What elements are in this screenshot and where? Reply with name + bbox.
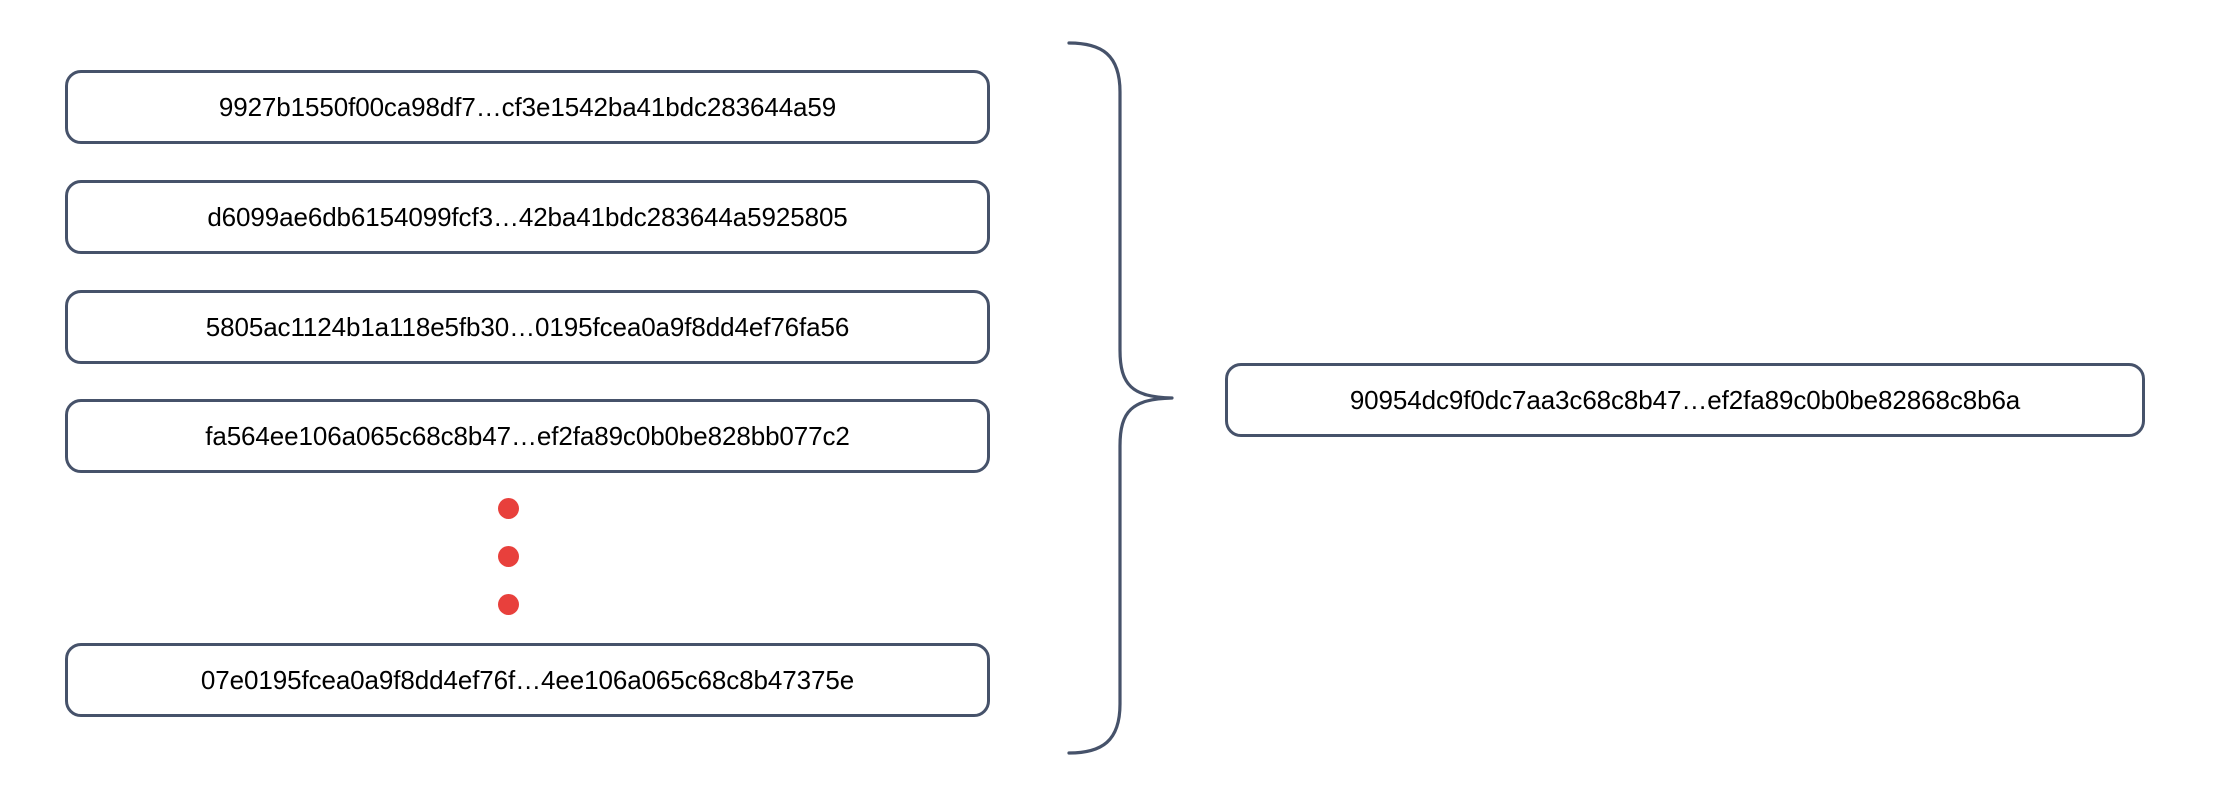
ellipsis-dot-icon-1: [498, 498, 519, 519]
output-hash-text: 90954dc9f0dc7aa3c68c8b47…ef2fa89c0b0be82…: [1349, 385, 2021, 415]
ellipsis-dot-icon-2: [498, 546, 519, 567]
input-hash-box-5[interactable]: 07e0195fcea0a9f8dd4ef76f…4ee106a065c68c8…: [65, 643, 990, 717]
ellipsis-dot-icon-3: [498, 594, 519, 615]
input-hash-box-4[interactable]: fa564ee106a065c68c8b47…ef2fa89c0b0be828b…: [65, 399, 990, 473]
input-hash-text-4: fa564ee106a065c68c8b47…ef2fa89c0b0be828b…: [205, 421, 850, 451]
input-hash-box-2[interactable]: d6099ae6db6154099fcf3…42ba41bdc283644a59…: [65, 180, 990, 254]
input-hash-text-3: 5805ac1124b1a118e5fb30…0195fcea0a9f8dd4e…: [205, 312, 850, 342]
input-hash-text-2: d6099ae6db6154099fcf3…42ba41bdc283644a59…: [207, 202, 848, 232]
input-hash-text-1: 9927b1550f00ca98df7…cf3e1542ba41bdc28364…: [218, 92, 837, 122]
input-hash-text-5: 07e0195fcea0a9f8dd4ef76f…4ee106a065c68c8…: [200, 665, 855, 695]
curly-brace-icon: [1067, 41, 1174, 755]
curly-brace-connector: [1050, 20, 1200, 780]
input-hash-box-3[interactable]: 5805ac1124b1a118e5fb30…0195fcea0a9f8dd4e…: [65, 290, 990, 364]
output-hash-box[interactable]: 90954dc9f0dc7aa3c68c8b47…ef2fa89c0b0be82…: [1225, 363, 2145, 437]
input-hash-box-1[interactable]: 9927b1550f00ca98df7…cf3e1542ba41bdc28364…: [65, 70, 990, 144]
vertical-ellipsis: [498, 498, 522, 616]
